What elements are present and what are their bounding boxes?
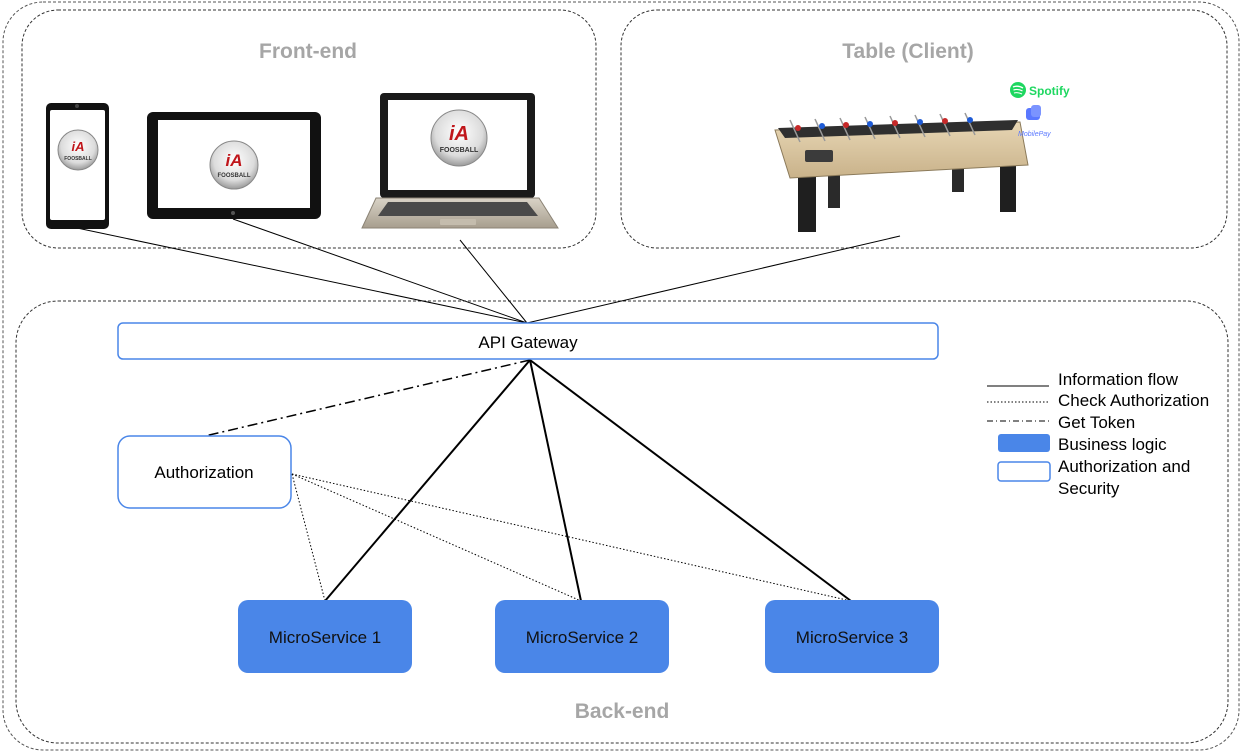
legend-auth-security: Authorization and Security <box>1058 457 1195 498</box>
legend-get-token: Get Token <box>1058 413 1135 432</box>
phone-app-logo: iA FOOSBALL <box>57 129 99 171</box>
auth-to-ms3-line <box>291 473 852 602</box>
microservice-2-node[interactable]: MicroService 2 <box>495 600 669 673</box>
tablet-device: iA FOOSBALL <box>147 112 321 219</box>
auth-to-ms1-line <box>291 473 326 602</box>
microservice-3-node[interactable]: MicroService 3 <box>765 600 939 673</box>
authorization-node[interactable]: Authorization <box>117 435 292 509</box>
phone-device: iA FOOSBALL <box>46 103 109 229</box>
legend: Information flow Check Authorization Get… <box>987 370 1209 498</box>
spotify-logo: Spotify <box>1010 82 1070 98</box>
get-token-line <box>204 359 531 437</box>
table-title: Table (Client) <box>842 40 973 63</box>
tablet-app-logo: iA FOOSBALL <box>209 140 259 190</box>
microservice-1-node[interactable]: MicroService 1 <box>238 600 412 673</box>
backend-region: Back-end <box>15 300 1229 744</box>
laptop-app-logo: iA FOOSBALL <box>430 109 488 167</box>
svg-text:iA: iA <box>449 123 469 145</box>
legend-auth-security-swatch <box>997 461 1051 482</box>
frontend-region: Front-end <box>21 9 597 249</box>
svg-text:iA: iA <box>72 139 85 154</box>
frontend-title: Front-end <box>259 40 357 63</box>
device-connections <box>76 218 901 324</box>
svg-text:iA: iA <box>226 151 243 170</box>
svg-text:FOOSBALL: FOOSBALL <box>440 147 479 154</box>
gateway-to-ms3-line <box>529 359 852 602</box>
microservice-1-label: MicroService 1 <box>269 628 381 647</box>
legend-information-flow: Information flow <box>1058 370 1179 389</box>
tablet-to-gateway-line <box>232 218 528 324</box>
api-gateway-label: API Gateway <box>478 333 578 352</box>
mobilepay-logo: MobilePay <box>1018 105 1051 138</box>
backend-title: Back-end <box>575 700 670 723</box>
api-gateway-node[interactable]: API Gateway <box>117 322 939 360</box>
table-region: Table (Client) <box>620 9 1228 249</box>
phone-to-gateway-line <box>76 227 528 324</box>
svg-text:FOOSBALL: FOOSBALL <box>64 156 92 162</box>
gateway-to-ms2-line <box>529 359 582 602</box>
legend-business-logic-swatch <box>998 434 1050 452</box>
table-to-gateway-line <box>526 235 901 324</box>
laptop-device: iA FOOSBALL <box>361 93 559 229</box>
authorization-label: Authorization <box>154 463 253 482</box>
legend-business-logic: Business logic <box>1058 435 1167 454</box>
check-authorization-lines <box>291 473 852 602</box>
legend-check-authorization: Check Authorization <box>1058 391 1209 410</box>
microservice-3-label: MicroService 3 <box>796 628 908 647</box>
laptop-to-gateway-line <box>459 239 528 324</box>
backend-info-flow <box>324 359 852 602</box>
microservice-2-label: MicroService 2 <box>526 628 638 647</box>
gateway-to-ms1-line <box>324 359 531 602</box>
foosball-table <box>774 112 1029 232</box>
auth-to-ms2-line <box>291 473 582 602</box>
svg-text:MobilePay: MobilePay <box>1018 131 1051 138</box>
svg-text:FOOSBALL: FOOSBALL <box>218 173 251 179</box>
svg-text:Spotify: Spotify <box>1029 84 1070 98</box>
